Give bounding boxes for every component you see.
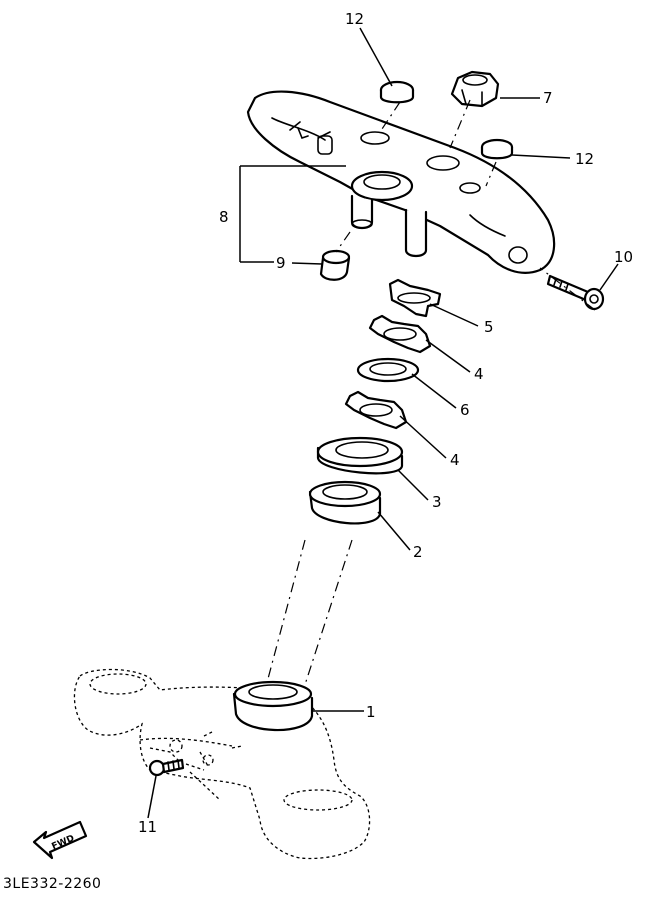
callout-3: 3 — [432, 493, 442, 511]
callout-8: 8 — [219, 208, 229, 226]
callout-1: 1 — [366, 703, 376, 721]
callout-12-top: 12 — [345, 10, 364, 28]
callout-4-lower: 4 — [450, 451, 460, 469]
bearing-1 — [232, 680, 314, 732]
callout-2: 2 — [413, 543, 423, 561]
callout-5: 5 — [484, 318, 494, 336]
fwd-arrow: FWD — [32, 820, 88, 860]
drawing-code: 3LE332-2260 — [3, 876, 102, 892]
callout-9: 9 — [276, 254, 286, 272]
lock-washer-5 — [388, 278, 442, 318]
cap-12-upper — [379, 80, 415, 104]
callouts: 12 7 12 8 9 10 5 4 6 4 3 2 1 11 — [138, 10, 633, 836]
washer-6 — [356, 357, 420, 383]
leader-lines — [147, 27, 619, 819]
cap-12-right — [480, 138, 514, 160]
lower-bracket — [73, 668, 371, 860]
bolt-11 — [148, 758, 185, 777]
upper-bracket — [246, 90, 556, 274]
callout-12-right: 12 — [575, 150, 594, 168]
bearing-2 — [308, 480, 382, 525]
ring-nut-4-lower — [344, 390, 408, 430]
callout-11: 11 — [138, 818, 157, 836]
nut-7 — [450, 70, 500, 108]
callout-4-upper: 4 — [474, 365, 484, 383]
callout-10: 10 — [614, 248, 633, 266]
callout-6: 6 — [460, 401, 470, 419]
callout-7: 7 — [543, 89, 553, 107]
grommet-9 — [319, 249, 351, 281]
ring-nut-4-upper — [368, 314, 432, 354]
stem-axis-lines — [264, 99, 596, 701]
bearing-race-3 — [316, 436, 404, 475]
